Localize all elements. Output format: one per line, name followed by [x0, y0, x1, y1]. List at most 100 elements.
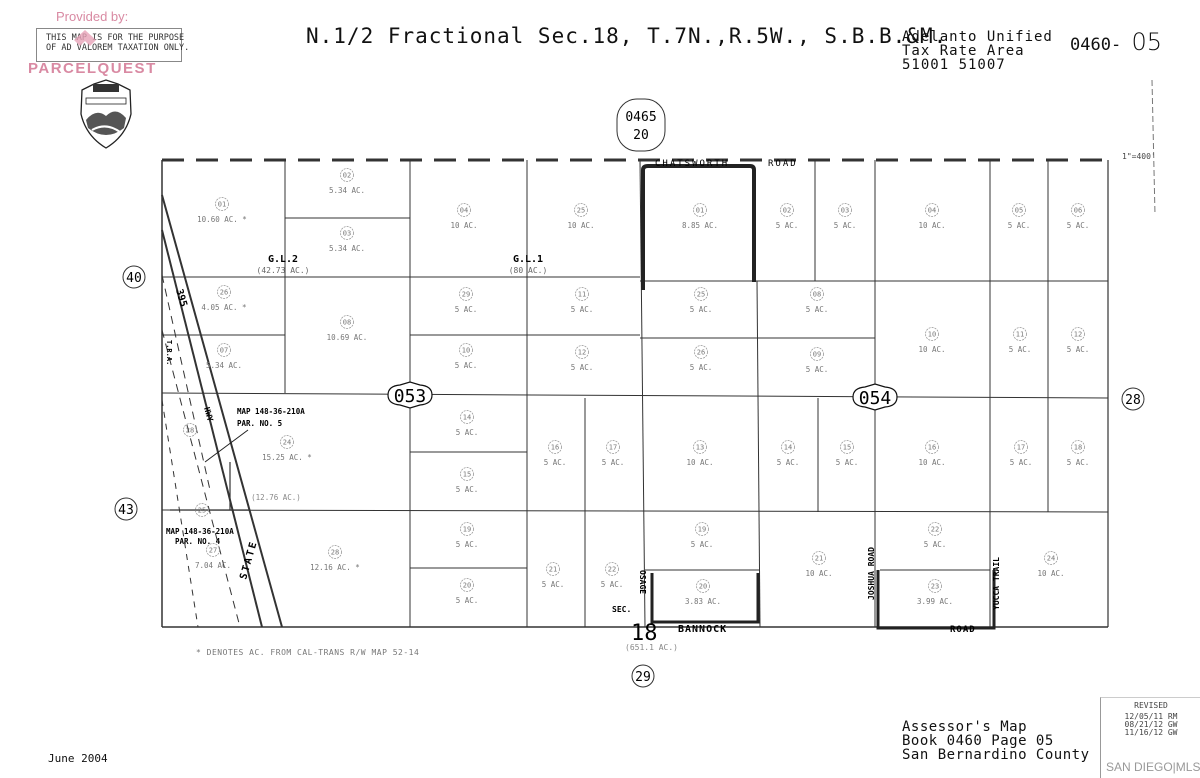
- parcel-number-circle: [575, 345, 589, 359]
- section-label: SEC.: [612, 605, 631, 614]
- adjacent-page-43: 43: [118, 503, 134, 518]
- parcel-number-circle: [460, 410, 474, 424]
- parcel-07: 07 5.34 AC.: [206, 343, 242, 370]
- parcel-number-circle: [693, 203, 707, 217]
- parcel-number-circle: [1071, 440, 1085, 454]
- parcel-03: 035 AC.: [834, 203, 856, 230]
- parcel-number-circle: [217, 285, 231, 299]
- parcel-acreage: 5 AC.: [1009, 345, 1032, 354]
- map-block-054-outline: [852, 383, 898, 411]
- parcel-02: 025.34 AC.: [329, 168, 365, 195]
- school-district: Adelanto Unified: [902, 29, 1053, 45]
- parcel-20: 205 AC.: [456, 578, 478, 605]
- boundary-line: [639, 159, 646, 628]
- parcel-15: 155 AC.: [456, 467, 479, 494]
- parcel-acreage: 5 AC.: [1067, 458, 1090, 467]
- parcel-acreage: 5.34 AC.: [329, 244, 365, 253]
- parcel-number: 06: [1074, 207, 1082, 215]
- parcelquest-watermark: PARCELQUEST: [28, 60, 157, 77]
- parcel-number: 08: [813, 291, 821, 299]
- parcel-acreage: 10 AC.: [686, 458, 713, 467]
- parcel-acreage: 5 AC.: [542, 580, 565, 589]
- parcel-number: 24: [1047, 555, 1055, 563]
- parcel-acreage: 10 AC.: [567, 221, 594, 230]
- parcel-acreage: 12.16 AC. *: [310, 563, 360, 572]
- parcel-number: 29: [462, 291, 470, 299]
- road-label-joshua: JOSHUA ROAD: [867, 547, 876, 600]
- parcel-09: 095 AC.: [806, 347, 828, 374]
- parcel-20: 203.83 AC.: [685, 579, 721, 606]
- parcel-number: 24: [283, 439, 291, 447]
- adjacent-page-40-circle: [122, 265, 146, 289]
- parcel-acreage: 10 AC.: [805, 569, 832, 578]
- parcel-acreage: 10 AC.: [918, 221, 945, 230]
- adjacent-page-43-circle: [114, 497, 138, 521]
- parcel-number-circle: [460, 467, 474, 481]
- adjacent-page-north-book: 0465: [625, 110, 656, 125]
- gov-lot-label: G.L.1: [513, 254, 543, 265]
- parcel-16: 165 AC.: [544, 440, 566, 467]
- gov-lot-area: (80 AC.): [509, 266, 548, 275]
- parcel-acreage: 8.85 AC.: [682, 221, 718, 230]
- boundary-line: [161, 229, 263, 628]
- road-label-osage: OSAGE: [638, 570, 647, 594]
- parcel-15: 155 AC.: [836, 440, 858, 467]
- parcel-acreage: 5 AC.: [455, 361, 478, 370]
- parcel-number-circle: [340, 226, 354, 240]
- parcel-number: 17: [1017, 444, 1025, 452]
- parcel-17: 175 AC.: [602, 440, 625, 467]
- parcel-number: 05: [1015, 207, 1023, 215]
- parcel-number-circle: [574, 203, 588, 217]
- parcel-acreage: 7.04 AC.: [195, 561, 231, 570]
- parcel-number: 21: [815, 555, 823, 563]
- parcel-number: 03: [841, 207, 849, 215]
- parcel-number: 19: [463, 526, 471, 534]
- parcel-number: 04: [460, 207, 468, 215]
- road-label-road: ROAD: [950, 625, 976, 635]
- parcel-acreage: 5 AC.: [456, 428, 479, 437]
- parcel-number-circle: [838, 203, 852, 217]
- map-date: June 2004: [48, 752, 108, 765]
- parcel-acreage: 5 AC.: [1010, 458, 1033, 467]
- parcel-12: 125 AC.: [1067, 327, 1089, 354]
- parcel-acreage: 10 AC.: [918, 458, 945, 467]
- parcel-lines: [161, 158, 1109, 630]
- map-note-line: MAP 148-36-210A: [237, 407, 305, 416]
- parcel-acreage: 5 AC.: [777, 458, 800, 467]
- parcel-05: 055 AC.: [1008, 203, 1030, 230]
- north-arrow-line: [1151, 79, 1156, 216]
- parcel-acreage: 5 AC.: [601, 580, 624, 589]
- parcel-acreage: 5 AC.: [691, 540, 714, 549]
- parcel-acreage: 5 AC.: [456, 485, 479, 494]
- road-label-hwy: HWY: [202, 406, 215, 423]
- parcel-number: 27: [209, 547, 217, 555]
- parcel-number-circle: [693, 440, 707, 454]
- road-outline: [641, 164, 756, 290]
- parcel-number: 04: [928, 207, 936, 215]
- parcel-number-circle: [928, 522, 942, 536]
- parcel-number: 22: [931, 526, 939, 534]
- parcel-number-circle: [925, 440, 939, 454]
- provided-by-watermark: Provided by:: [56, 9, 129, 24]
- road-label-chatsworth: CHATSWORTH: [655, 159, 729, 169]
- parcel-18: 185 AC.: [1067, 440, 1090, 467]
- parcel-number-circle: [925, 327, 939, 341]
- parcel-number-circle: [925, 203, 939, 217]
- parcel-06: 065 AC.: [1067, 203, 1089, 230]
- parcel-acreage: 5.34 AC.: [206, 361, 242, 370]
- road-label-road: ROAD: [768, 159, 798, 169]
- parcel-acreage: 10 AC.: [918, 345, 945, 354]
- parcel-number: 07: [220, 347, 228, 355]
- parcel-acreage: 10.69 AC.: [327, 333, 368, 342]
- map-block-053: 053: [394, 386, 427, 407]
- parcel-acreage: 5 AC.: [690, 363, 713, 372]
- parcel-acreage: 5 AC.: [602, 458, 625, 467]
